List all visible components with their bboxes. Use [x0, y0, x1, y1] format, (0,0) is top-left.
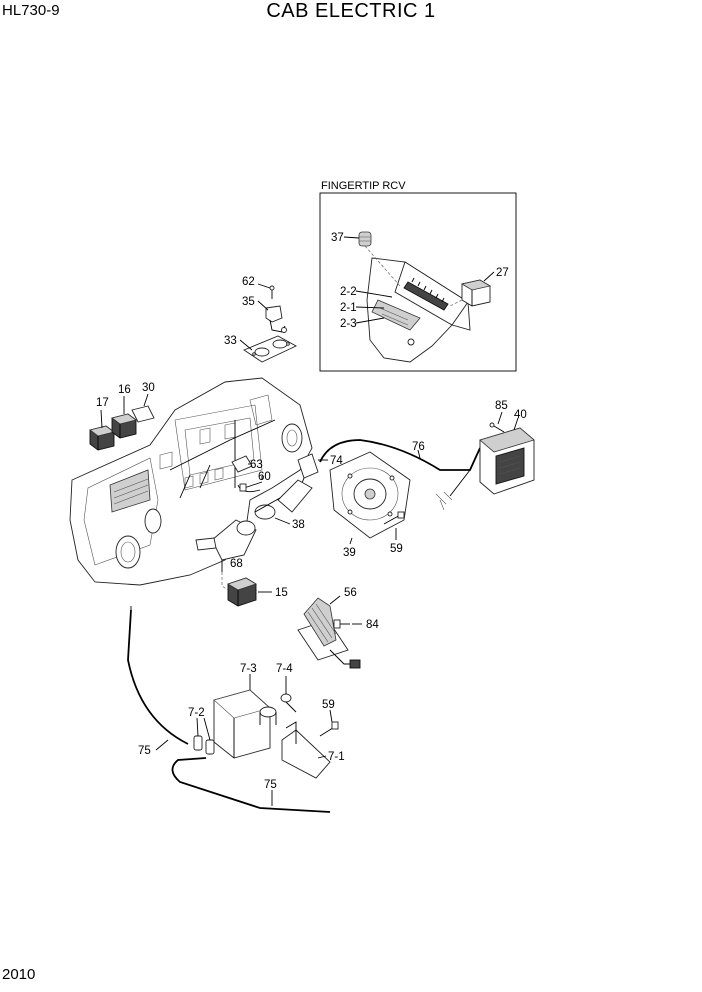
part-62-screw: [269, 285, 275, 299]
callout-39: 39: [343, 547, 356, 559]
callout-33: 33: [224, 335, 237, 347]
part-16-switch: [111, 413, 137, 439]
cable-end-pins: [435, 491, 453, 511]
callout-38: 38: [292, 519, 305, 531]
callout-16: 16: [118, 384, 131, 396]
callout-7-3: 7-3: [240, 663, 257, 675]
callout-7-4: 7-4: [276, 663, 293, 675]
callout-60: 60: [258, 471, 271, 483]
callout-84: 84: [366, 619, 379, 631]
part-85-screw: [489, 422, 505, 433]
callout-40: 40: [514, 409, 527, 421]
inset-title: FINGERTIP RCV: [321, 180, 406, 192]
dash-vent-right: [281, 423, 303, 453]
callout-2-2: 2-2: [340, 286, 357, 298]
part-15-switch: [221, 572, 257, 607]
callout-17: 17: [96, 397, 109, 409]
inset-frame: [319, 192, 517, 372]
part-30-blank-plate: [131, 405, 155, 423]
model-code: HL730-9: [2, 2, 60, 19]
part-75-hose-upper: [127, 609, 189, 745]
callout-2-1: 2-1: [340, 302, 357, 314]
part-68-lever-switch: [195, 519, 257, 572]
callout-62: 62: [242, 276, 255, 288]
part-7-1-bracket: [281, 721, 331, 779]
callout-56: 56: [344, 587, 357, 599]
callout-2-3: 2-3: [340, 318, 357, 330]
callout-35: 35: [242, 296, 255, 308]
callout-59-b: 59: [322, 699, 335, 711]
callout-75-b: 75: [264, 779, 277, 791]
part-60-bolt: [239, 481, 263, 492]
part-17-switch: [89, 425, 115, 451]
callout-68: 68: [230, 558, 243, 570]
part-59-bolt-b: [319, 721, 339, 737]
fingertip-rcv-inset: FINGERTIP RCV 37 27 2-2 2-1 2-3: [319, 180, 517, 372]
fingertip-pad-ribs: [379, 307, 409, 326]
part-35-switch: [265, 305, 287, 333]
callout-7-1: 7-1: [328, 751, 345, 763]
part-7-4-cap: [280, 693, 297, 713]
part-7-3-washer-tank: [213, 689, 277, 759]
dash-vent-mid: [144, 508, 162, 534]
page-title: CAB ELECTRIC 1: [266, 0, 436, 22]
callout-59-a: 59: [390, 543, 403, 555]
part-40-display-unit: [479, 427, 535, 495]
callout-63: 63: [250, 459, 263, 471]
callout-27: 27: [496, 267, 509, 279]
part-56-accelerator-pedal: [297, 597, 361, 669]
part-38-column-switch: [254, 479, 313, 520]
part-76-cable: [319, 439, 481, 471]
page-number: 2010: [2, 966, 36, 983]
part-27-switch: [449, 279, 492, 307]
part-63-connector: [231, 455, 253, 473]
fingertip-console-top: [394, 261, 469, 326]
dashboard-panel: [69, 377, 313, 586]
fingertip-lever-row: [403, 281, 449, 311]
callout-74: 74: [330, 455, 343, 467]
part-84-bolt: [333, 619, 350, 629]
callout-76: 76: [412, 441, 425, 453]
part-37-knob: [358, 231, 401, 287]
fingertip-screw: [407, 338, 415, 346]
callout-30: 30: [142, 382, 155, 394]
callout-15: 15: [275, 587, 288, 599]
callout-75-a: 75: [138, 745, 151, 757]
callout-85: 85: [495, 400, 508, 412]
callout-7-2: 7-2: [188, 707, 205, 719]
part-7-2-pumps: [193, 735, 215, 755]
dash-vent-left: [115, 535, 141, 569]
part-39-steering-hub: [329, 451, 411, 539]
fingertip-levers: [411, 277, 445, 303]
part-75-hose-lower: [171, 757, 331, 813]
callout-37: 37: [331, 232, 344, 244]
part-33-bracket-plate: [243, 335, 297, 363]
part-59-bolt-a: [383, 511, 405, 525]
